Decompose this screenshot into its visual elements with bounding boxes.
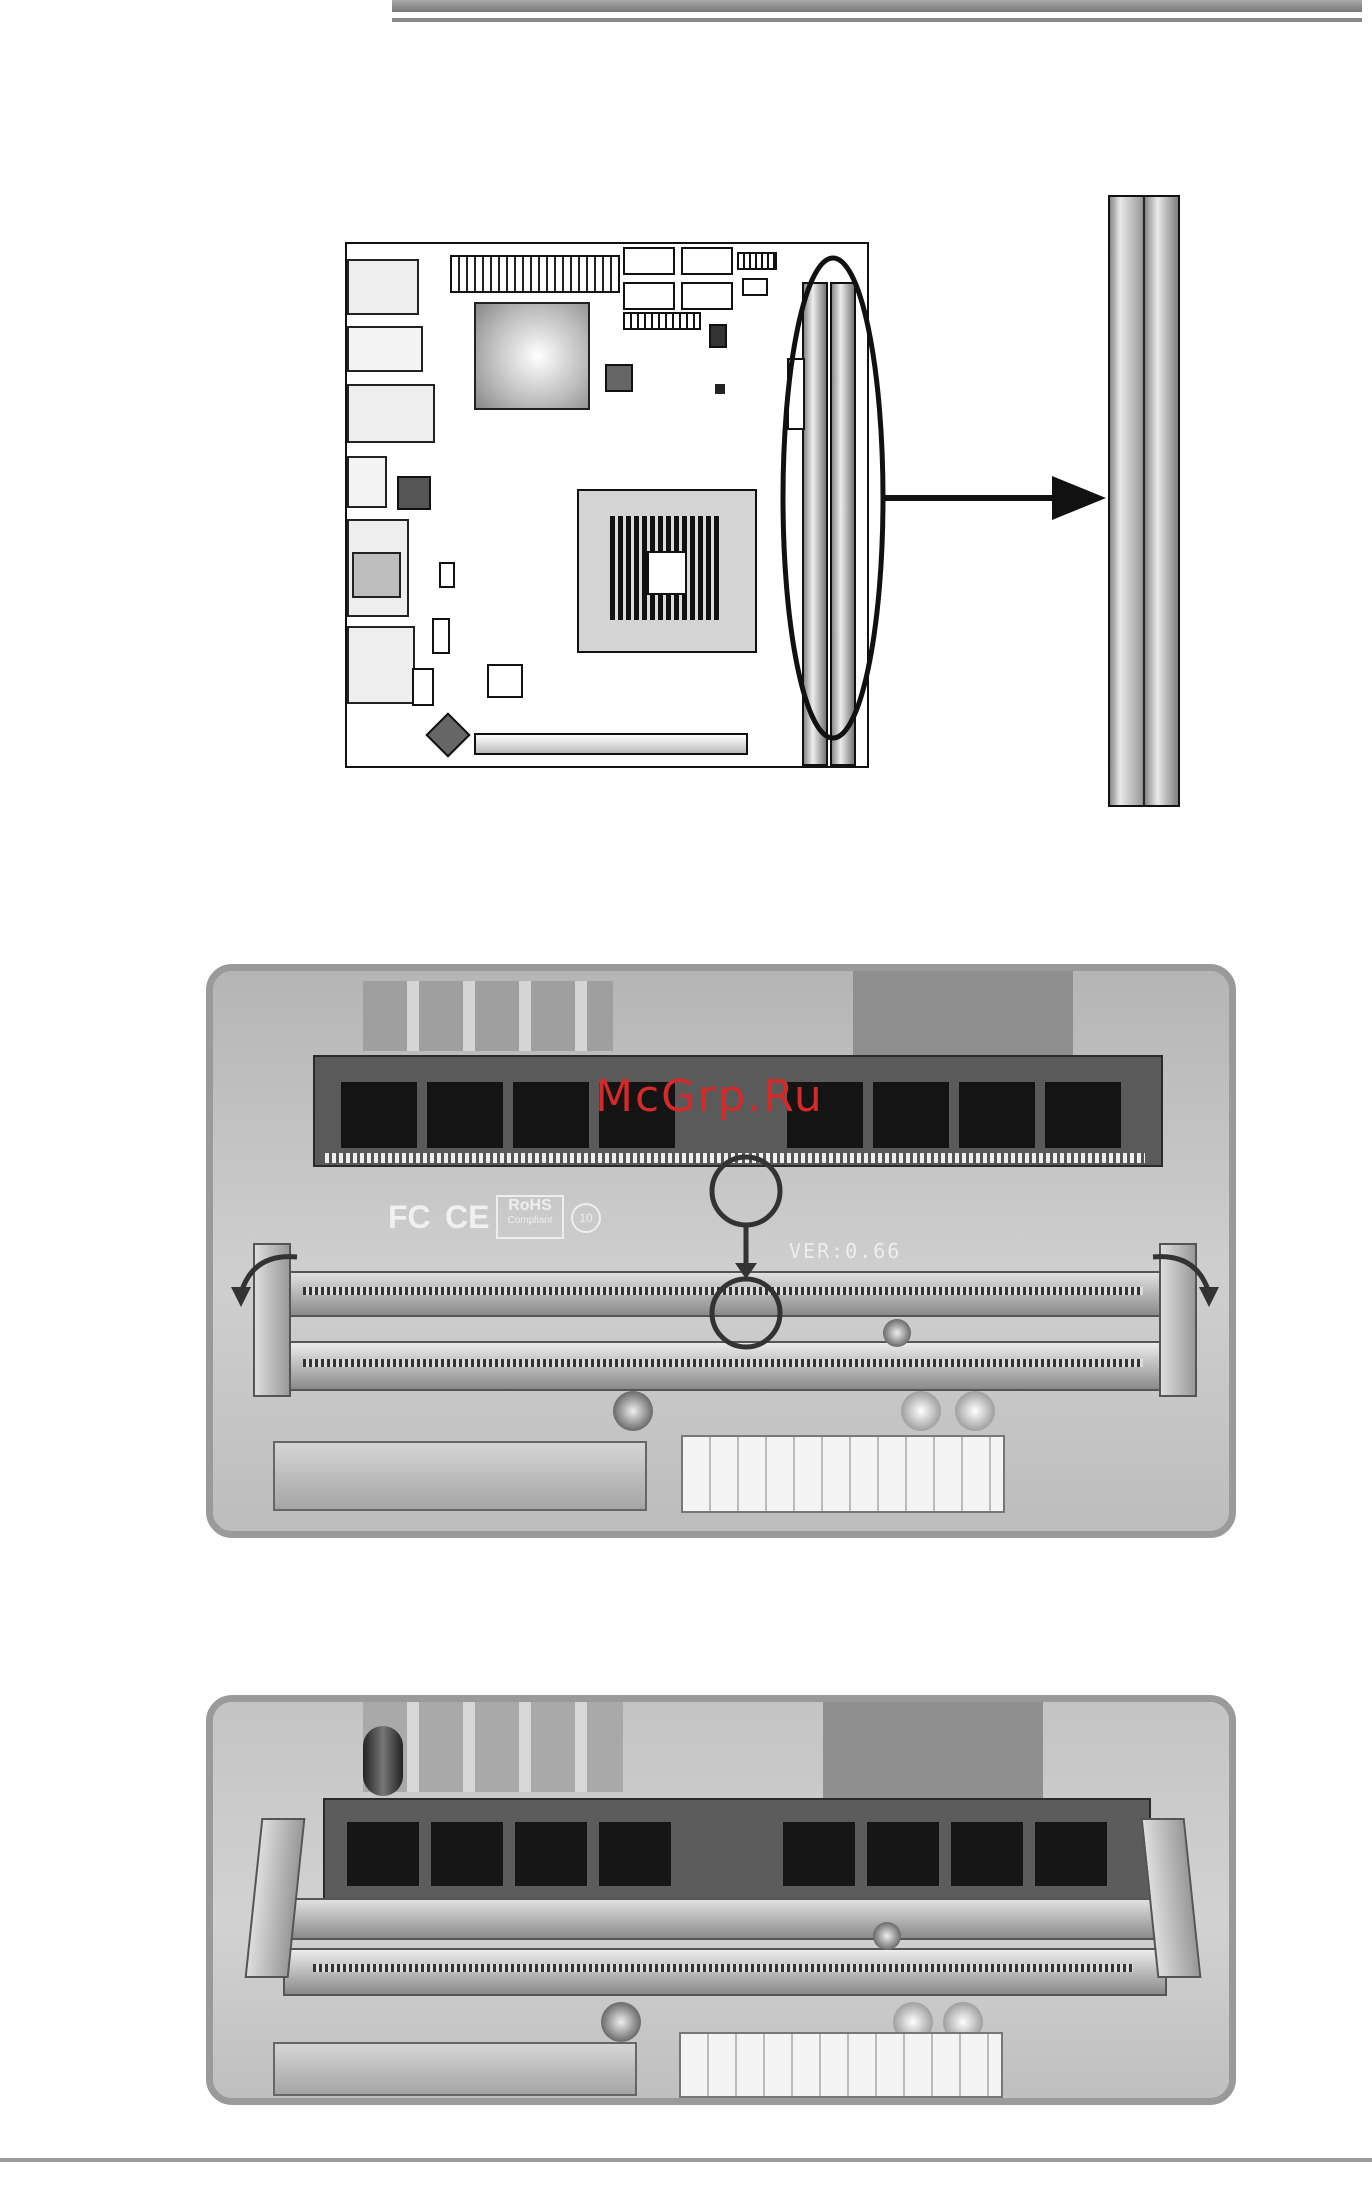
memory-chip — [431, 1822, 503, 1886]
curved-arrow-icon-head — [231, 1287, 251, 1307]
pin-header — [742, 278, 768, 296]
sata-connector-4 — [681, 282, 733, 310]
photo-dimm-installed — [206, 1695, 1236, 2105]
pcie-slot — [474, 733, 748, 755]
front-panel-header — [412, 668, 434, 706]
capacitor — [873, 1922, 901, 1950]
dimm-slot-enlarged — [1108, 195, 1180, 807]
ide-connector — [273, 2042, 637, 2096]
jumper — [715, 384, 725, 394]
memory-chip — [1035, 1822, 1107, 1886]
atx-power-connector — [450, 255, 620, 293]
arrow-right-icon-head — [1052, 476, 1106, 520]
sata-connector-2 — [681, 247, 733, 275]
io-port-usb — [347, 326, 423, 372]
memory-module — [323, 1798, 1151, 1906]
ide-connector — [273, 1441, 647, 1511]
jumper — [709, 324, 727, 348]
capacitor — [363, 1726, 403, 1796]
usb-header — [623, 312, 701, 330]
slot-key-circle — [712, 1279, 780, 1347]
small-chip — [605, 364, 633, 392]
memory-chip — [599, 1822, 671, 1886]
arrow-down-icon-head — [735, 1263, 757, 1279]
memory-chip — [515, 1822, 587, 1886]
curved-arrow-icon-head — [1199, 1287, 1219, 1307]
header-rule-thin — [392, 18, 1362, 22]
io-port-ps2 — [347, 259, 419, 315]
highlight-ellipse — [783, 258, 883, 738]
atx-power-connector — [679, 2032, 1003, 2098]
sata-connector-1 — [623, 247, 675, 275]
cpu-socket-center — [647, 551, 687, 595]
capacitor — [601, 2002, 641, 2042]
dimm-slot-1 — [283, 1898, 1167, 1940]
capacitor — [613, 1391, 653, 1431]
io-chip — [397, 476, 431, 510]
dimm-slot-2 — [283, 1948, 1167, 1996]
memory-chip — [783, 1822, 855, 1886]
capacitor — [955, 1391, 995, 1431]
memory-chip — [951, 1822, 1023, 1886]
capacitor — [901, 1391, 941, 1431]
northbridge-chip — [474, 302, 590, 410]
fan-header — [439, 562, 455, 588]
photo-dimm-insertion: McGrp.Ru FC CE RoHS Compliant 10 VER:0.6… — [206, 964, 1236, 1538]
memory-chip — [867, 1822, 939, 1886]
capacitor — [883, 1319, 911, 1347]
power-connector-4pin — [487, 664, 523, 698]
dimm-slot-2-pins — [313, 1964, 1133, 1972]
module-notch-circle — [712, 1157, 780, 1225]
io-port-audio — [347, 456, 387, 508]
io-port-vga-inner — [352, 552, 401, 598]
memory-chip — [347, 1822, 419, 1886]
io-port-lan — [347, 384, 435, 443]
fan-header — [432, 618, 450, 654]
sata-connector-3 — [623, 282, 675, 310]
header-rule-thick — [392, 0, 1362, 12]
io-port-com — [347, 626, 415, 704]
audio-chip — [425, 712, 470, 757]
pin-header — [737, 252, 777, 270]
atx-power-connector — [681, 1435, 1005, 1513]
footer-rule — [0, 2158, 1372, 2162]
cpu-socket-edge — [823, 1702, 1043, 1798]
dimm-callout — [780, 250, 1120, 760]
